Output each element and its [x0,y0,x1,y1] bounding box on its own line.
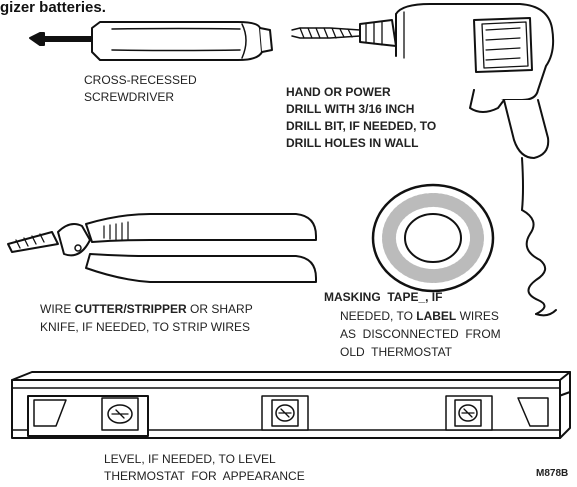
tape-label-line2: NEEDED, TO LABEL WIRES [340,309,499,324]
wire-stripper-illustration [7,213,317,283]
screwdriver-label-line1: CROSS-RECESSED [84,73,197,87]
figure-code: M878B [536,468,569,479]
tape-label-line4: OLD THERMOSTAT [340,345,453,359]
drill-label-line3: DRILL BIT, IF NEEDED, TO [286,119,437,133]
screwdriver-label-line2: SCREWDRIVER [84,90,175,104]
tape-label-line2-a: NEEDED, TO [340,309,417,323]
level-illustration [11,371,571,439]
screwdriver-illustration [29,21,273,61]
drill-label-line1: HAND OR POWER [286,85,391,99]
level-label-line1: LEVEL, IF NEEDED, TO LEVEL [104,452,276,466]
stripper-label-line1-c: OR SHARP [186,302,253,316]
stripper-label-line1-b: CUTTER/STRIPPER [74,302,187,316]
heading-text: gizer batteries. [0,0,106,16]
tape-label-line2-c: WIRES [456,309,499,323]
drill-illustration [291,3,557,317]
stripper-label-line1-a: WIRE [40,302,75,316]
stripper-label-line1: WIRE CUTTER/STRIPPER OR SHARP [40,302,253,317]
level-label-line2: THERMOSTAT FOR APPEARANCE [104,469,305,483]
tape-label-line3: AS DISCONNECTED FROM [340,327,501,341]
masking-tape-illustration [371,183,495,293]
stripper-label-line2: KNIFE, IF NEEDED, TO STRIP WIRES [40,320,251,334]
tape-label-line2-b: LABEL [416,309,457,323]
drill-label-line2: DRILL WITH 3/16 INCH [286,102,415,116]
tape-label-line1: MASKING TAPE_, IF [324,290,443,304]
drill-label-line4: DRILL HOLES IN WALL [286,136,419,150]
